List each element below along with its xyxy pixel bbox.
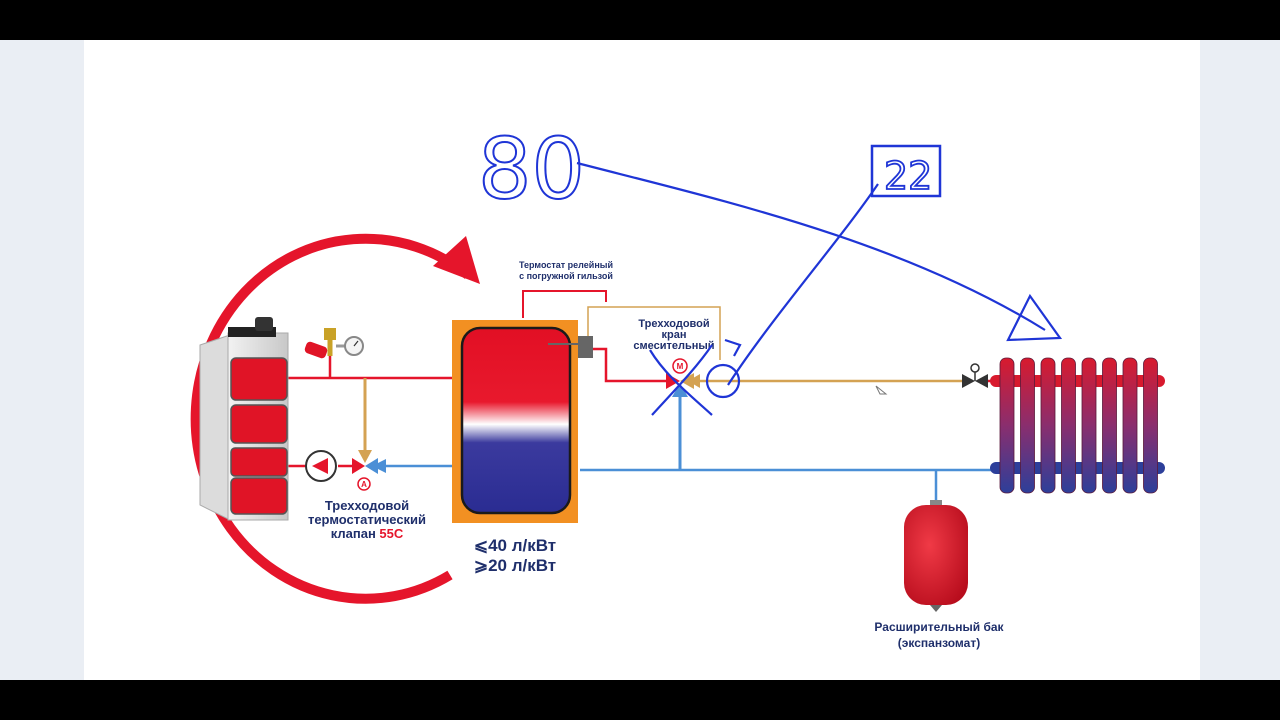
radiator-section: [1061, 357, 1076, 494]
thermostatic-valve-label-line2: термостатический: [308, 512, 426, 527]
thermostat-label-line1: Термостат релейный: [519, 260, 613, 270]
volume-ratio-max: ⩽40 л/кВт: [474, 536, 556, 555]
volume-ratio-min: ⩾20 л/кВт: [474, 556, 556, 575]
thermostatic-valve-temp: 55С: [379, 526, 403, 541]
handwritten-arrowhead: [1006, 293, 1063, 342]
handwritten-arrowhead-22: [724, 338, 742, 357]
thermostatic-valve-label-word: клапан: [331, 526, 380, 541]
radiator-section: [1102, 357, 1117, 494]
thermostat-label: Термостат релейный с погружной гильзой: [519, 260, 613, 281]
radiator-section: [1020, 357, 1035, 494]
thermostat-label-line2: с погружной гильзой: [519, 271, 613, 281]
pressure-gauge-icon: [336, 336, 364, 356]
shutoff-valve-icon: [962, 363, 988, 388]
thermostatic-valve-label-line1: Трехходовой: [325, 498, 409, 513]
expansion-tank-label: Расширительный бак (экспанзомат): [874, 620, 1004, 650]
mixing-valve-label: Трехходовой кран смесительный: [633, 318, 714, 352]
radiator-section: [1143, 357, 1158, 494]
buffer-tank-icon: [452, 320, 593, 523]
valve-marker-m: M: [677, 362, 684, 371]
circulation-arrow: [190, 233, 480, 604]
volume-ratio-label: ⩽40 л/кВт ⩾20 л/кВт: [474, 536, 556, 575]
handwritten-22: 22: [884, 154, 932, 198]
handwritten-cross-1: [649, 349, 713, 416]
handwritten-cross-2: [651, 344, 713, 416]
pump-icon: [305, 450, 337, 482]
safety-group-icon: [304, 328, 336, 359]
mixing-valve-label-line3: смесительный: [633, 340, 714, 352]
radiator-section: [1122, 357, 1138, 494]
boiler-icon: [199, 317, 289, 521]
thermostatic-valve-label: Трехходовой термостатический клапан 55С: [308, 498, 426, 541]
mixing-valve-label-line2: кран: [662, 329, 687, 341]
thermostatic-three-way-valve: A: [352, 458, 378, 491]
mixing-valve-label-line1: Трехходовой: [638, 318, 709, 330]
handwritten-arrow-80: [576, 161, 1046, 331]
radiator-section: [1081, 357, 1097, 494]
handwritten-circle: [705, 363, 741, 399]
cursor-icon: [875, 385, 888, 395]
expansion-tank-label-line1: Расширительный бак: [874, 620, 1004, 634]
expansion-tank-icon: [904, 500, 968, 612]
radiator-icon: [990, 357, 1165, 494]
expansion-tank-label-line2: (экспанзомат): [898, 636, 980, 650]
handwritten-box: [870, 144, 942, 198]
handwritten-arrow-22: [727, 183, 879, 386]
handwritten-80: 80: [478, 120, 585, 218]
thermostatic-valve-label-line3: клапан 55С: [331, 526, 404, 541]
handwritten-annotations: 80 22: [477, 119, 1063, 416]
mixing-three-way-valve: M: [666, 358, 694, 397]
valve-marker-a: A: [361, 480, 367, 489]
radiator-section: [999, 357, 1015, 494]
radiator-section: [1040, 357, 1056, 494]
